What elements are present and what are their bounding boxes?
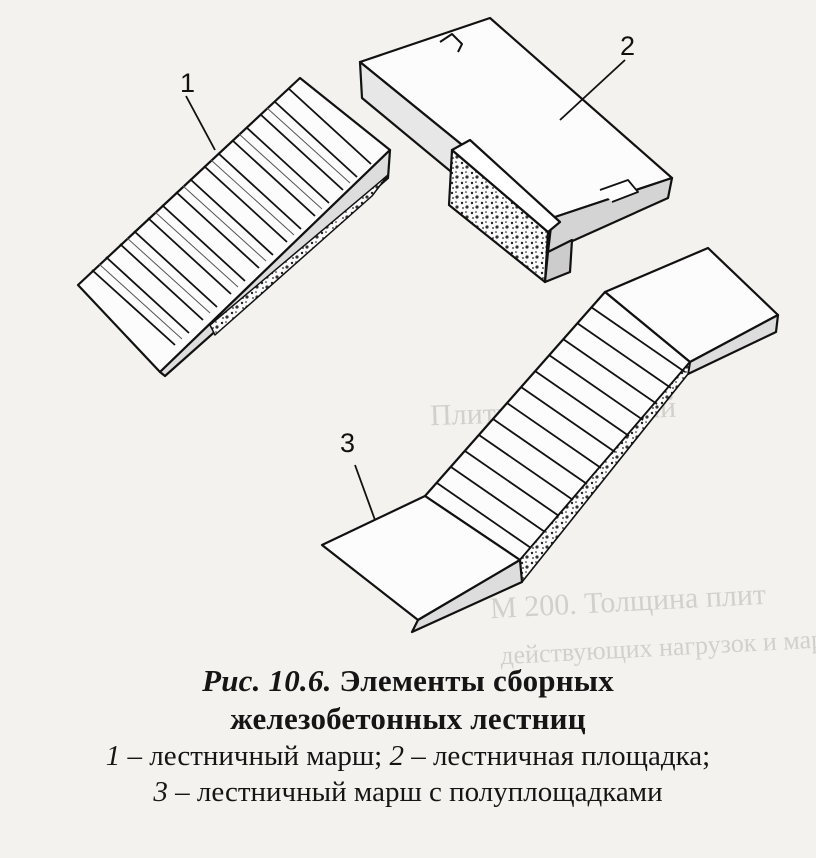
legend-num: 3 — [153, 776, 168, 808]
caption-title-line-1: Рис. 10.6. Элементы сборных — [0, 662, 816, 700]
label-1: 1 — [180, 68, 195, 98]
caption-title-line-2: железобетонных лестниц — [230, 701, 586, 736]
legend-line-2: 3 – лестничный марш с полуплощадками — [0, 774, 816, 810]
legend-num: 2 — [389, 740, 404, 772]
label-3: 3 — [340, 428, 355, 458]
precast-stair-elements-figure: 1 2 — [76, 16, 780, 634]
legend-text: – лестничная площадка; — [403, 740, 711, 772]
legend-text: – лестничный марш с полуплощадками — [167, 776, 663, 808]
caption-title-text: Элементы сборных — [339, 663, 614, 698]
label-2: 2 — [620, 31, 635, 61]
stair-flight-with-half-landings — [320, 246, 780, 634]
legend-line-1: 1 – лестничный марш; 2 – лестничная площ… — [0, 738, 816, 774]
stair-flight — [76, 76, 392, 378]
legend-num: 1 — [105, 740, 121, 772]
stair-landing — [358, 16, 674, 284]
figure-number: Рис. 10.6. — [202, 663, 332, 698]
figure-caption: Рис. 10.6. Элементы сборных железобетонн… — [0, 662, 816, 810]
legend-text: – лестничный марш; — [120, 740, 390, 772]
